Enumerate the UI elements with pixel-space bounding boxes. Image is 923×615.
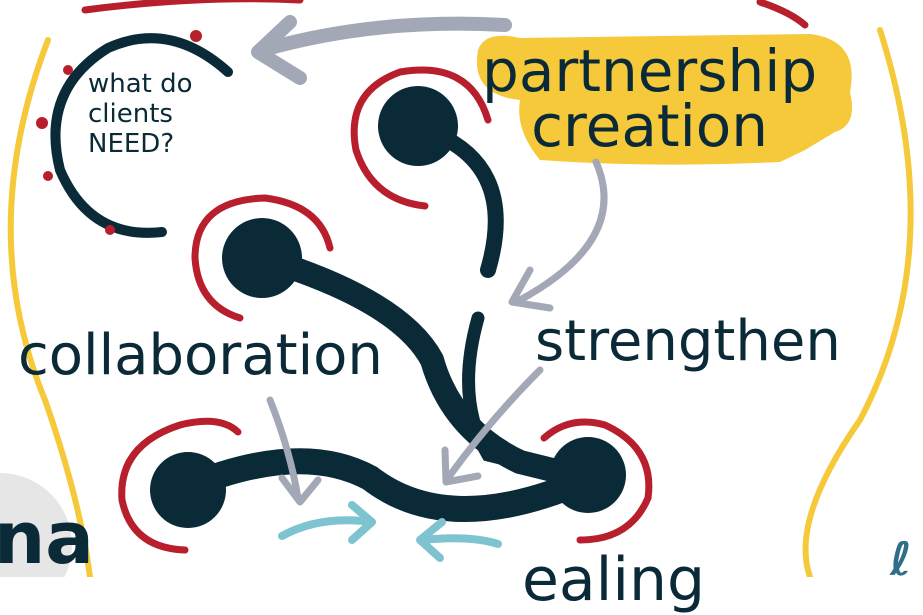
node-bottom-right [550,437,626,513]
teal-arrow-left [418,534,502,548]
red-arc-mid-node [191,194,334,322]
red-arc-top-node [350,66,492,210]
grey-arrow-collaboration [266,396,302,502]
teal-arrow-head-left [416,518,446,562]
node-bottom-left [150,452,226,528]
grey-arrow-head-partnership [508,266,554,312]
strengthen-label: strengthen [535,309,841,374]
red-dot [36,117,48,129]
grey-arrow-head-question [251,15,307,85]
network-nodes [150,86,626,528]
stroke-vertical-branch [462,311,597,487]
yellow-frame-left [7,37,93,577]
grey-arrow-head-collaboration [278,474,322,506]
partnership-line-1: partnership [482,37,818,105]
yellow-frame-right [802,27,914,577]
top-red-stroke-left [81,0,304,14]
network-strokes [172,120,603,522]
partial-left-label: na [0,496,94,580]
diagram-canvas [0,0,914,577]
top-red-stroke-right [756,0,809,29]
partial-right-label: ℓ [890,532,912,586]
red-dots [36,30,202,235]
teal-arrow-right [278,516,376,540]
node-top [378,86,458,166]
grey-arrow-partnership-down [516,158,608,304]
clients-need-line-3: NEED? [88,128,175,159]
node-middle [222,218,302,298]
stroke-bottom-main [172,448,603,522]
yellow-highlight [476,34,853,165]
red-dot [63,65,73,75]
grey-arrow-to-question [263,16,512,55]
clients-need-line-2: clients [88,98,173,129]
red-arc-bottom-left-node [118,417,242,554]
grey-arrow-strengthen [444,366,544,482]
partnership-creation-label: partnership creation [482,37,818,161]
partnership-line-2: creation [531,92,768,161]
clients-need-arc [50,33,233,238]
red-dot [43,171,53,181]
red-dot [105,225,115,235]
red-dot [190,30,202,42]
partial-bubble [0,473,72,577]
teal-arrow-head-right [348,501,376,544]
partial-bottom-label: ealing [522,545,706,615]
clients-need-label: what do clients NEED? [88,69,193,160]
clients-need-line-1: what do [88,69,193,99]
grey-arrow-head-strengthen [441,446,482,486]
red-arc-bottom-right-node [540,418,653,544]
collaboration-label: collaboration [18,323,383,388]
